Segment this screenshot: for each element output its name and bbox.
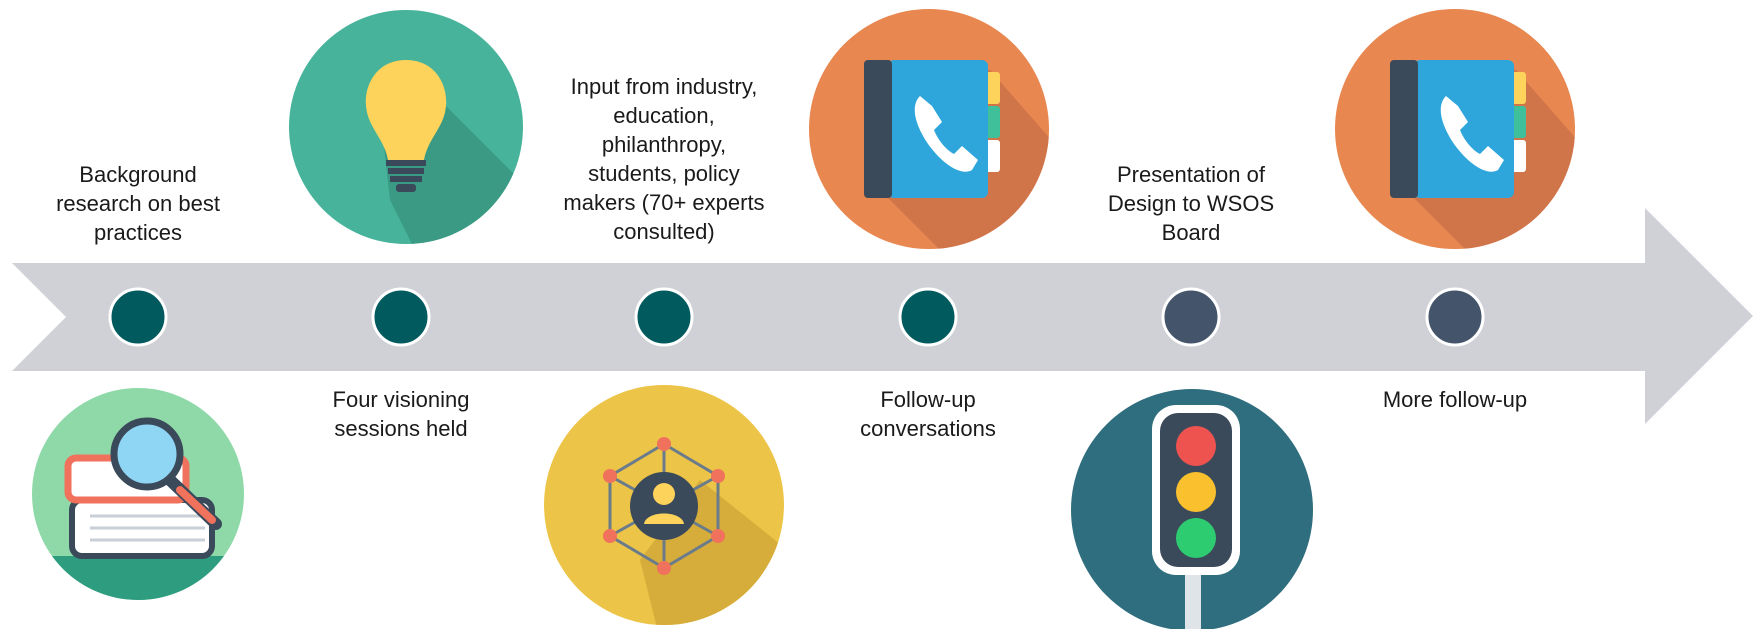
phonebook-icon [809,9,1049,249]
traffic-light-icon [1071,389,1313,629]
step-3-label: Input from industry, education, philanth… [563,74,765,244]
step-dot-4 [898,287,958,347]
step-dot-2 [371,287,431,347]
step-dot-1 [108,287,168,347]
books-magnifier-icon [32,388,244,600]
lightbulb-icon [289,10,523,244]
step-5-label: Presentation of Design to WSOS Board [1107,162,1275,245]
step-dot-3 [634,287,694,347]
step-2-label: Four visioning sessions held [332,387,470,441]
network-person-icon [544,385,784,625]
step-4-label: Follow-up conversations [860,387,996,441]
step-1-label: Background research on best practices [56,162,220,245]
step-dot-5 [1161,287,1221,347]
step-dot-6 [1425,287,1485,347]
step-6-label: More follow-up [1382,387,1528,412]
timeline-arrow [12,208,1753,424]
phonebook-icon [1335,9,1575,249]
